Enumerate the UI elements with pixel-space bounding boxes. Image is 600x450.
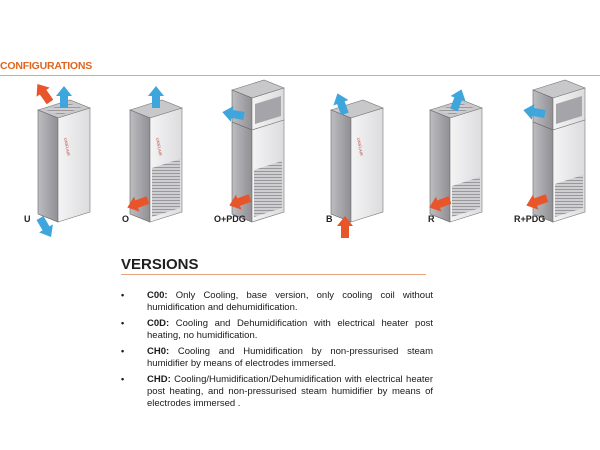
brand-mark: UNIFLAIR — [63, 137, 71, 156]
version-code: C00: — [147, 290, 168, 301]
unit-r — [426, 86, 483, 223]
unit-b: UNIFLAIR — [329, 90, 384, 238]
unit-label-r: R — [428, 214, 435, 224]
unit-label-o: O — [122, 214, 130, 224]
configurations-rule — [0, 75, 600, 76]
version-description: Only Cooling, base version, only cooling… — [147, 290, 433, 313]
version-text: C00: Only Cooling, base version, only co… — [147, 290, 433, 314]
version-item-chd: • CHD: Cooling/Humidification/Dehumidifi… — [121, 374, 433, 410]
version-text: C0D: Cooling and Dehumidification with e… — [147, 318, 433, 342]
bullet: • — [121, 318, 125, 328]
version-code: CH0: — [147, 346, 170, 357]
unit-o-pdg — [220, 79, 285, 223]
version-text: CH0: Cooling and Humidification by non-p… — [147, 346, 433, 370]
version-description: Cooling and Dehumidification with electr… — [147, 318, 433, 341]
unit-label-o-pdg: O+PDG — [214, 214, 246, 224]
front-grille — [152, 159, 180, 217]
version-description: Cooling/Humidification/Dehumidification … — [147, 374, 433, 409]
version-item-c00: • C00: Only Cooling, base version, only … — [121, 290, 433, 314]
cabinet-side — [57, 107, 91, 223]
unit-o: UNIFLAIR — [124, 86, 183, 223]
bullet: • — [121, 374, 125, 384]
version-description: Cooling and Humidification by non-pressu… — [147, 346, 433, 369]
unit-r-pdg — [521, 79, 586, 223]
configuration-diagrams: UNIFLAIR UNIFLAIR UNIFLAIR — [30, 79, 586, 242]
versions-list: • C00: Only Cooling, base version, only … — [121, 290, 433, 414]
version-text: CHD: Cooling/Humidification/Dehumidifica… — [147, 374, 433, 410]
unit-label-u: U — [24, 214, 31, 224]
top-grille — [46, 103, 82, 115]
versions-rule — [121, 274, 426, 275]
unit-u: UNIFLAIR — [30, 79, 91, 242]
svg-text:UNIFLAIR: UNIFLAIR — [356, 137, 364, 156]
version-item-c0d: • C0D: Cooling and Dehumidification with… — [121, 318, 433, 342]
bullet: • — [121, 290, 125, 300]
hot-air-top-arrow — [30, 79, 57, 107]
configurations-title: CONFIGURATIONS — [0, 60, 93, 72]
unit-label-b: B — [326, 214, 333, 224]
version-code: CHD: — [147, 374, 171, 385]
unit-label-r-pdg: R+PDG — [514, 214, 546, 224]
plenum-opening — [255, 96, 281, 124]
version-code: C0D: — [147, 318, 170, 329]
bullet: • — [121, 346, 125, 356]
svg-text:UNIFLAIR: UNIFLAIR — [155, 137, 163, 156]
versions-title: VERSIONS — [121, 256, 199, 273]
version-item-ch0: • CH0: Cooling and Humidification by non… — [121, 346, 433, 370]
cabinet-front — [37, 109, 59, 223]
